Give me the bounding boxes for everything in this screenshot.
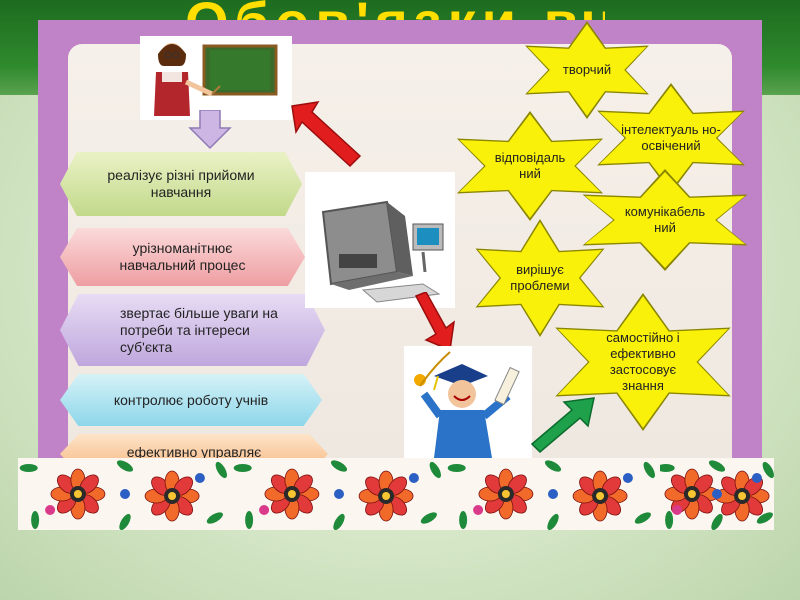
embroidery-tile [446,458,660,530]
star-label: відповідаль ний [494,150,566,181]
duty-item-diversify: урізноманітнює навчальний процес [60,228,305,286]
duty-item-label: ефективно управляє [126,444,262,460]
star-label: творчий [562,62,612,77]
star-label: вирішує проблеми [510,262,570,293]
red-arrow-down-icon [414,292,455,352]
duty-item-methods: реалізує різні прийоми навчання [60,152,302,216]
star-label: інтелектуаль но-освічений [621,122,721,153]
star-label: самостійно і ефективно застосовує знання [606,330,680,393]
red-arrow-up-icon [291,101,362,168]
duty-item-label: контролює роботу учнів [113,391,269,408]
embroidery-tile [660,458,774,530]
green-arrow-icon [530,397,595,454]
down-arrow-icon [188,110,232,150]
ornament-border [18,458,774,530]
embroidery-tile [232,458,446,530]
computer-icon [305,172,455,308]
duty-item-label: урізноманітнює навчальний процес [119,240,246,273]
star-label: комунікабель ний [624,204,706,235]
duty-item-label: звертає більше уваги на потреби та інтер… [120,304,278,355]
teacher-at-blackboard-icon [140,36,292,120]
embroidery-tile [18,458,232,530]
duty-item-attention: звертає більше уваги на потреби та інтер… [60,294,325,366]
duty-item-control: контролює роботу учнів [60,374,322,426]
graduate-student-icon [404,346,532,458]
duty-item-label: реалізує різні прийоми навчання [107,167,255,200]
